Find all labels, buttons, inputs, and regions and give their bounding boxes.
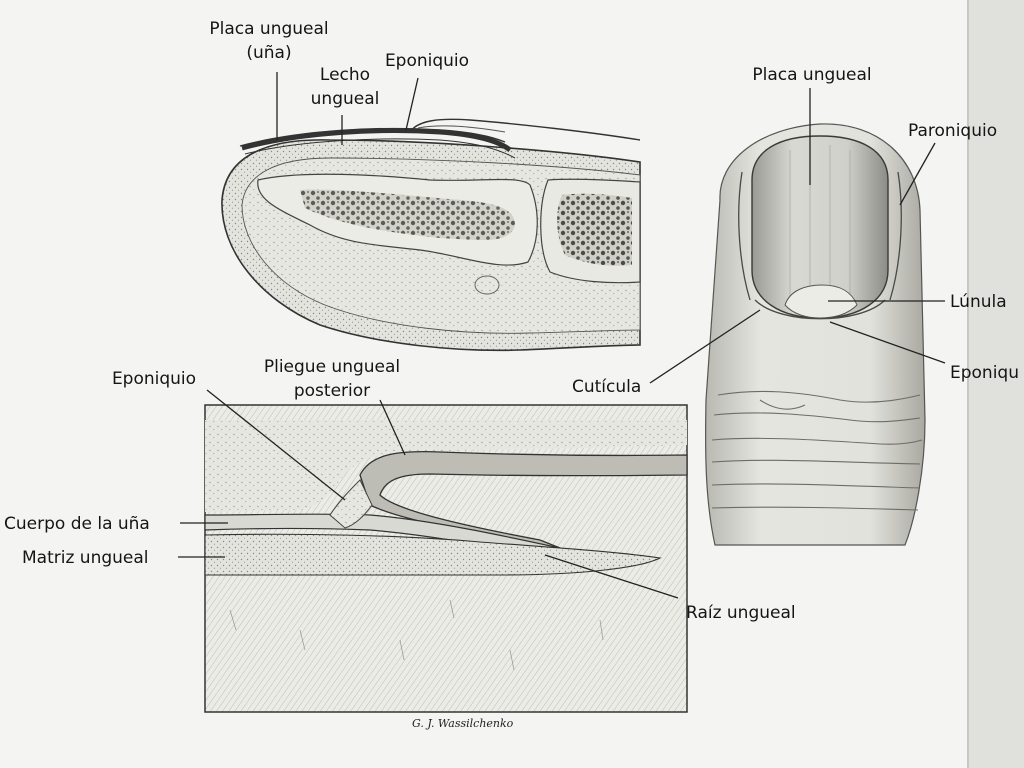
- label-cuticle: Cutícula: [572, 377, 641, 397]
- label-nail-matrix: Matriz ungueal: [22, 548, 149, 568]
- leader-eponychium-detail: [206, 389, 346, 501]
- dorsal-fingertip-illustration: [704, 123, 926, 546]
- leader-paronychium: [899, 142, 936, 206]
- leader-lines: [178, 72, 946, 599]
- illustrator-signature: G. J. Wassilchenko: [412, 717, 514, 730]
- label-nail-plate-sagittal-line2: (uña): [246, 43, 291, 63]
- leader-proximal-fold: [379, 399, 406, 456]
- label-nail-plate-dorsal: Placa ungueal: [752, 65, 871, 85]
- labels: Placa ungueal (uña) Lecho ungueal Eponiq…: [4, 19, 1019, 730]
- label-proximal-fold-line2: posterior: [294, 381, 370, 401]
- label-nail-bed-line1: Lecho: [320, 65, 370, 85]
- label-eponychium-detail: Eponiquio: [112, 369, 196, 389]
- label-paronychium: Paroniquio: [908, 121, 997, 141]
- sagittal-section-illustration: [221, 118, 641, 352]
- label-nail-plate-sagittal-line1: Placa ungueal: [209, 19, 328, 39]
- leader-cuticle: [649, 309, 761, 384]
- label-proximal-fold-line1: Pliegue ungueal: [264, 357, 400, 377]
- leader-eponychium-sagittal: [405, 77, 419, 131]
- adjacent-page-edge: [968, 0, 1024, 768]
- leader-nail-root: [544, 554, 679, 599]
- label-lunula: Lúnula: [950, 292, 1007, 312]
- label-nail-root: Raíz ungueal: [686, 603, 796, 623]
- label-nail-bed-line2: ungueal: [311, 89, 380, 109]
- label-eponychium-dorsal: Eponiqu: [950, 363, 1019, 383]
- label-eponychium-sagittal: Eponiquio: [385, 51, 469, 71]
- nail-root-detail-illustration: [204, 404, 688, 713]
- leader-eponychium-dorsal: [829, 321, 946, 364]
- label-nail-body: Cuerpo de la uña: [4, 514, 150, 534]
